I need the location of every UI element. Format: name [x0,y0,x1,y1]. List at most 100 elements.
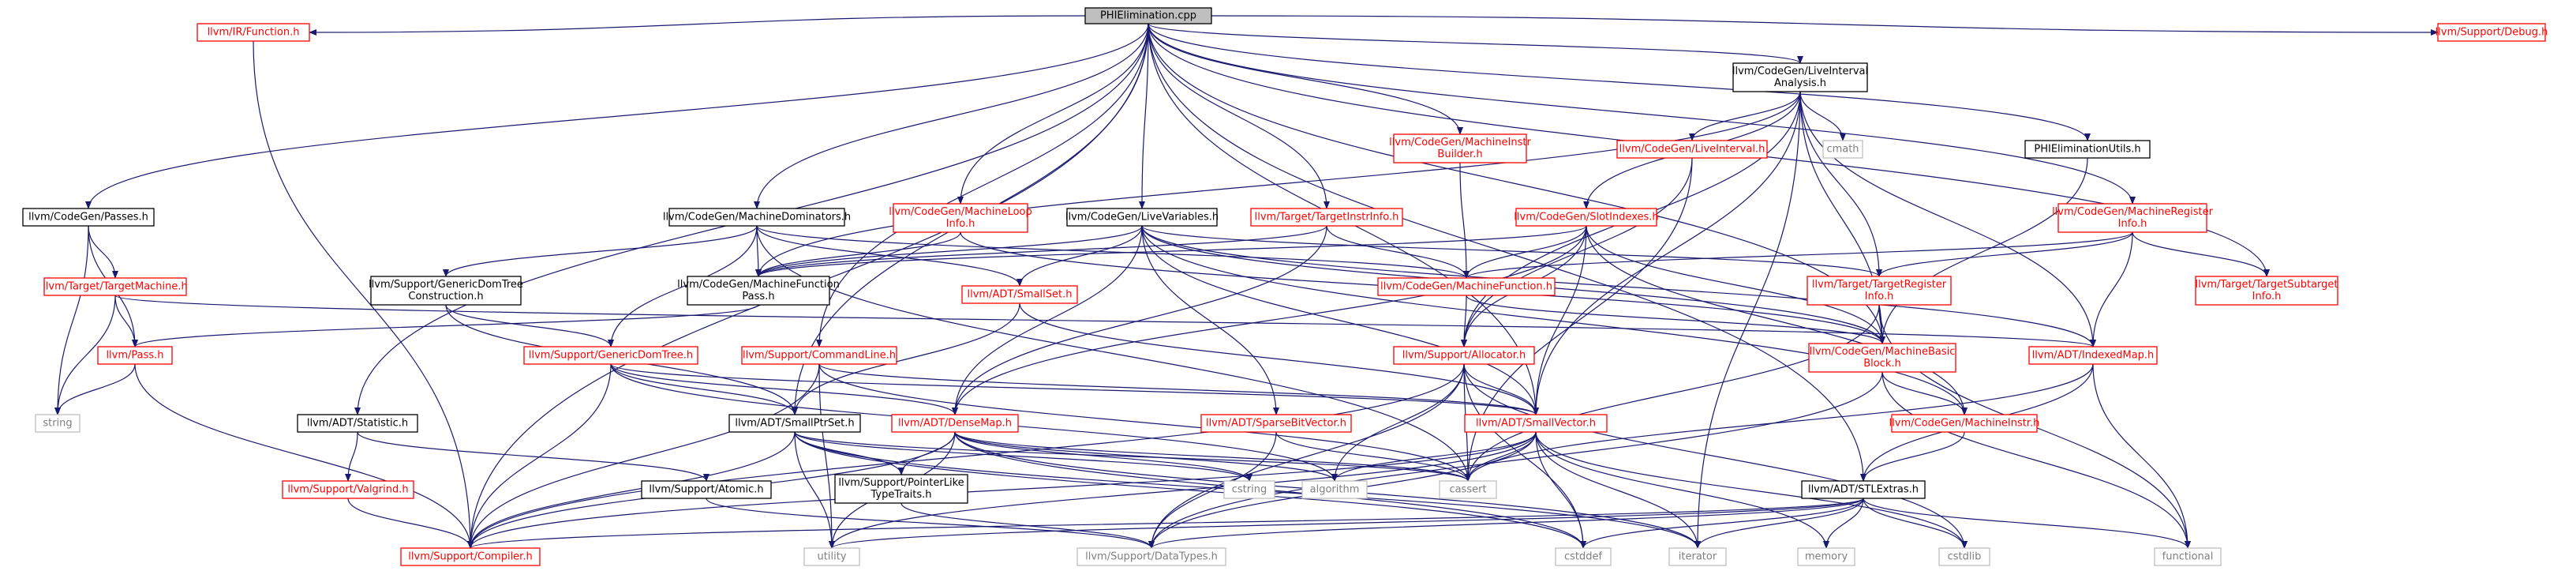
node-label: llvm/ADT/SmallSet.h [967,289,1072,301]
edge-root-to-machineloopinfo [957,23,1149,205]
edge-slotindexes-to-smallvector [1533,225,1587,415]
node-sparsebitvector[interactable]: llvm/ADT/SparseBitVector.h [1200,414,1352,433]
node-compiler[interactable]: llvm/Support/Compiler.h [400,547,541,566]
node-iterator[interactable]: iterator [1668,547,1727,566]
node-machineinstr[interactable]: llvm/CodeGen/MachineInstr.h [1889,414,2040,433]
node-functional[interactable]: functional [2154,547,2222,566]
node-label: llvm/Pass.h [106,350,163,362]
node-machinedominators[interactable]: llvm/CodeGen/MachineDominators.h [663,208,851,227]
node-statistic[interactable]: llvm/ADT/Statistic.h [297,414,418,433]
node-densemap[interactable]: llvm/ADT/DenseMap.h [891,414,1019,433]
node-box [741,346,897,365]
node-label: llvm/CodeGen/MachineInstr.h [1889,418,2040,430]
node-commandline[interactable]: llvm/Support/CommandLine.h [741,346,897,365]
node-root[interactable]: PHIElimination.cpp [1084,7,1212,24]
edge-targetregisterinfo-to-cassert [1465,304,1880,482]
node-label: llvm/CodeGen/MachineFunction.h [1380,281,1552,293]
node-label: llvm/CodeGen/MachineInstr [1389,137,1531,148]
node-atomic[interactable]: llvm/Support/Atomic.h [641,480,772,499]
edge-machineinstrbuilder-to-machinefunction [1459,162,1470,279]
node-machinefunction[interactable]: llvm/CodeGen/MachineFunction.h [1377,277,1556,296]
node-cstring[interactable]: cstring [1223,480,1275,499]
node-smallset[interactable]: llvm/ADT/SmallSet.h [961,285,1078,304]
node-label: llvm/Support/Valgrind.h [287,484,408,496]
node-box [1200,414,1352,433]
node-box [893,203,1028,233]
node-valgrind[interactable]: llvm/Support/Valgrind.h [282,480,414,499]
node-genericdomtreeconstruction[interactable]: llvm/Support/GenericDomTreeConstruction.… [369,276,523,306]
edge-machinebasicblock-to-datatypes [1148,371,1883,549]
node-algorithm[interactable]: algorithm [1301,480,1368,499]
node-label: memory [1805,551,1848,563]
node-label: llvm/CodeGen/MachineBasic [1810,346,1956,358]
node-utility[interactable]: utility [803,547,860,566]
node-targetmachine[interactable]: llvm/Target/TargetMachine.h [43,277,188,296]
node-label: Info.h [946,218,975,230]
edge-machinefunctionpass-to-pass [132,304,759,347]
node-label: cstddef [1564,551,1603,563]
node-stlextras[interactable]: llvm/ADT/STLExtras.h [1801,480,1926,499]
node-indexedmap[interactable]: llvm/ADT/IndexedMap.h [2028,346,2158,365]
edge-smallvector-to-cstdlib [1535,431,1968,549]
node-box [1808,343,1956,373]
edge-root-to-targetinstrinfo [1148,23,1330,209]
node-irfunction[interactable]: llvm/IR/Function.h [197,23,310,42]
edge-smallvector-to-cassert [1465,431,1537,482]
node-box [523,346,698,365]
node-box [641,480,772,499]
node-debug[interactable]: llvm/Support/Debug.h [2436,23,2548,42]
node-passes[interactable]: llvm/CodeGen/Passes.h [22,208,155,227]
node-box [2028,346,2158,365]
node-liveinterval[interactable]: llvm/CodeGen/LiveInterval.h [1616,140,1768,159]
node-box [834,474,968,504]
node-phieliminationutils[interactable]: PHIEliminationUtils.h [2024,140,2151,159]
edge-machinebasicblock-to-machineinstr [1881,371,1968,415]
node-box [803,547,860,566]
node-label: cmath [1826,144,1859,156]
node-label: llvm/Support/PointerLike [838,477,964,489]
node-cstdlib[interactable]: cstdlib [1938,547,1990,566]
edge-machinedominators-to-genericdomtree [608,225,758,347]
node-pass[interactable]: llvm/Pass.h [97,346,173,365]
node-livevariables[interactable]: llvm/CodeGen/LiveVariables.h [1065,208,1219,227]
edge-root-to-machineregisterinfo [1148,23,2136,205]
node-layer: PHIElimination.cpp llvm/IR/Function.h llvm… [22,7,2548,566]
edge-slotindexes-to-machinefunctionpass [755,225,1587,277]
node-string[interactable]: string [35,414,80,433]
node-cstddef[interactable]: cstddef [1555,547,1612,566]
node-genericdomtree[interactable]: llvm/Support/GenericDomTree.h [523,346,698,365]
node-label: llvm/CodeGen/MachineFunction [677,279,840,291]
edge-phieliminationutils-to-machinebasicblock [1879,157,2088,344]
node-cmath[interactable]: cmath [1822,140,1863,159]
edge-machinedominators-to-genericdomtreeconstruction [443,225,758,277]
edge-liveintervalanalysis-to-liveinterval [1689,91,1801,141]
node-smallvector[interactable]: llvm/ADT/SmallVector.h [1464,414,1608,433]
edge-machineregisterinfo-to-targetregisterinfo [1876,231,2133,277]
node-slotindexes[interactable]: llvm/CodeGen/SlotIndexes.h [1514,208,1659,227]
node-allocator[interactable]: llvm/Support/Allocator.h [1393,346,1535,365]
node-box [1822,140,1863,159]
node-label: PHIEliminationUtils.h [2034,144,2140,156]
edge-targetmachine-to-pass [114,295,138,347]
node-datatypes[interactable]: llvm/Support/DataTypes.h [1076,547,1226,566]
node-smallptrset[interactable]: llvm/ADT/SmallPtrSet.h [728,414,861,433]
node-targetinstrinfo[interactable]: llvm/Target/TargetInstrInfo.h [1250,208,1403,227]
node-memory[interactable]: memory [1797,547,1855,566]
node-label: llvm/ADT/DenseMap.h [898,418,1012,430]
edge-root-to-machineinstrbuilder [1148,23,1463,135]
edge-targetinstrinfo-to-densemap [952,225,1327,415]
node-cassert[interactable]: cassert [1439,480,1497,499]
edge-root-to-liveintervalanalysis [1148,23,1803,64]
node-box [2195,276,2338,306]
node-label: llvm/ADT/SparseBitVector.h [1206,418,1346,430]
node-label: iterator [1679,551,1717,563]
